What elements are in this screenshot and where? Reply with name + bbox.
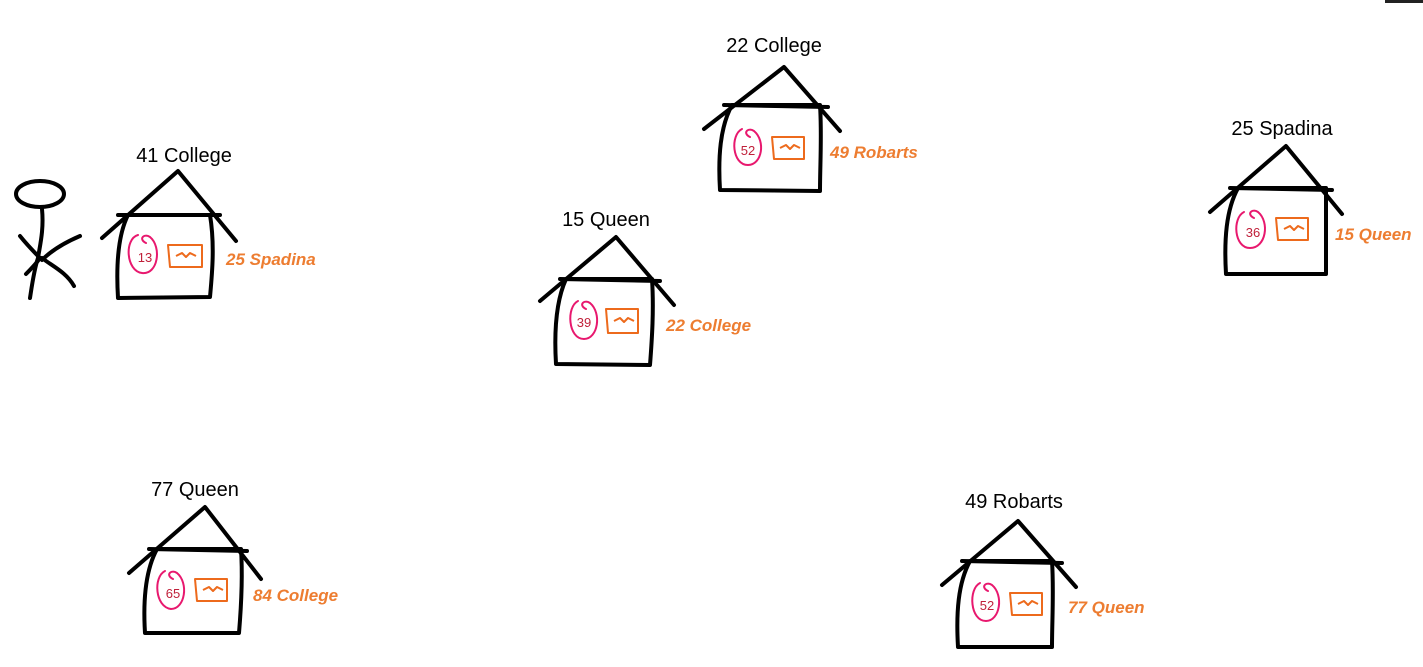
next-address-label: 84 College (253, 586, 338, 605)
note-icon (1275, 217, 1309, 241)
svg-text:65: 65 (166, 586, 180, 601)
note-icon (605, 308, 639, 334)
house-77-queen: 77 Queen 65 84 College (127, 479, 338, 635)
next-address-label: 49 Robarts (829, 143, 918, 162)
note-icon (167, 244, 203, 268)
house-title: 77 Queen (151, 479, 239, 501)
next-address-label: 22 College (665, 316, 751, 335)
stick-figure-icon (14, 179, 82, 300)
number-circle: 65 (156, 570, 186, 611)
number-circle: 39 (569, 300, 599, 341)
number-circle: 52 (971, 582, 1001, 623)
note-icon (771, 136, 805, 160)
note-icon (1009, 592, 1043, 616)
svg-text:52: 52 (741, 143, 755, 158)
svg-text:52: 52 (980, 598, 994, 613)
house-title: 15 Queen (562, 209, 650, 231)
svg-text:13: 13 (138, 250, 152, 265)
house-title: 49 Robarts (965, 491, 1063, 513)
house-title: 25 Spadina (1231, 118, 1333, 140)
number-circle: 13 (127, 234, 158, 275)
house-22-college: 22 College 52 49 Robarts (702, 35, 918, 193)
house-25-spadina: 25 Spadina 36 15 Queen (1208, 118, 1412, 276)
house-title: 22 College (726, 35, 822, 57)
number-circle: 52 (733, 128, 763, 167)
window-edge-bar (1385, 0, 1423, 3)
house-41-college: 41 College 13 25 Spadina (100, 145, 316, 300)
house-title: 41 College (136, 145, 232, 167)
svg-text:39: 39 (577, 315, 591, 330)
next-address-label: 77 Queen (1068, 598, 1145, 617)
house-49-robarts: 49 Robarts 52 77 Queen (940, 491, 1145, 649)
next-address-label: 25 Spadina (225, 250, 316, 269)
house-15-queen: 15 Queen 39 22 College (538, 209, 751, 367)
svg-text:36: 36 (1246, 225, 1260, 240)
number-circle: 36 (1235, 209, 1266, 250)
note-icon (194, 578, 228, 602)
next-address-label: 15 Queen (1335, 225, 1412, 244)
